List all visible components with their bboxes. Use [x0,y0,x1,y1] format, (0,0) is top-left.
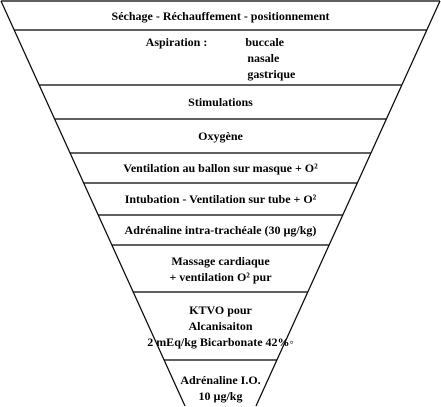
step-ktvo: KTVO pour Alcanisaiton 2 mEq/kg Bicarbon… [0,292,441,360]
aspiration-item-nasale: nasale [247,50,280,65]
step-adrenaline-io-line-1: Adrénaline I.O. [180,373,261,387]
step-ktvo-line-1: KTVO pour [189,303,252,317]
step-aspiration: Aspiration : buccale nasale gastrique [0,30,441,85]
step-oxygene-text: Oxygène [198,129,243,143]
step-ventilation-ballon: Ventilation au ballon sur masque + O² [0,153,441,183]
step-dividers [14,29,427,361]
step-ktvo-line-2: Alcanisaiton [188,319,253,333]
step-sechage: Séchage - Réchauffement - positionnement [0,1,441,30]
step-intubation: Intubation - Ventilation sur tube + O² [0,183,441,215]
step-massage-line-2: + ventilation O² pur [169,269,272,284]
step-stimulations-text: Stimulations [188,95,253,109]
step-intubation-text: Intubation - Ventilation sur tube + O² [124,192,317,206]
step-adrenaline-it-text: Adrénaline intra-trachéale (30 µg/kg) [124,223,317,237]
step-massage-line-1: Massage cardiaque [171,253,270,268]
step-ktvo-line-3: 2 mEq/kg Bicarbonate 42%◦ [147,335,294,349]
aspiration-block: Aspiration : buccale nasale gastrique [146,34,296,82]
aspiration-title: Aspiration : [145,34,208,49]
step-ventilation-ballon-text: Ventilation au ballon sur masque + O² [123,161,318,175]
funnel-left-edge [0,0,186,407]
step-adrenaline-io-line-2: 10 µg/kg [198,389,243,403]
funnel-right-edge [255,0,441,407]
step-stimulations: Stimulations [0,85,441,119]
step-massage: Massage cardiaque + ventilation O² pur [0,245,441,292]
step-sechage-text: Séchage - Réchauffement - positionnement [111,8,330,23]
aspiration-item-gastrique: gastrique [247,66,296,81]
aspiration-list: buccale nasale gastrique [245,34,295,82]
step-adrenaline-io: Adrénaline I.O. 10 µg/kg [0,370,441,406]
aspiration-item-buccale: buccale [245,34,284,49]
step-oxygene: Oxygène [0,119,441,153]
step-adrenaline-it: Adrénaline intra-trachéale (30 µg/kg) [0,215,441,245]
